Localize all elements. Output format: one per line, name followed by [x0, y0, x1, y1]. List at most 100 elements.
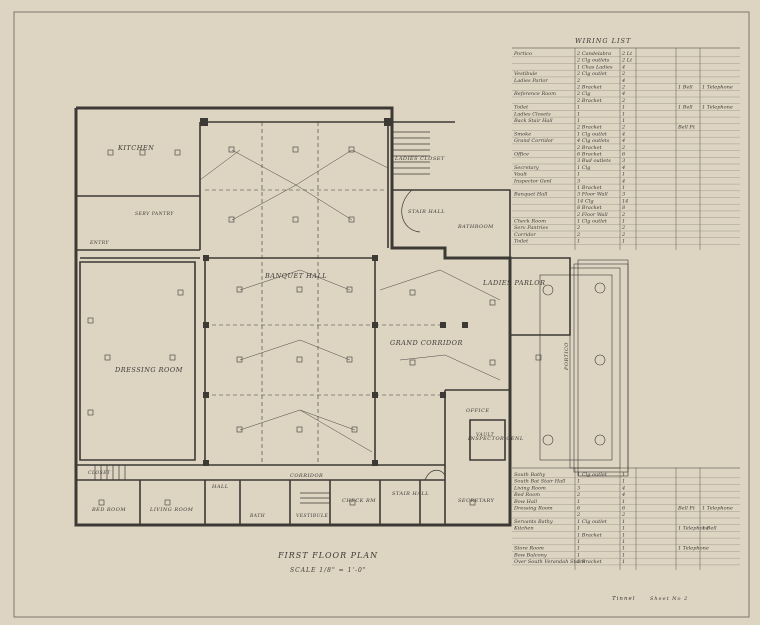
room-bath: BATH — [249, 513, 265, 519]
wiring-cell: 1 — [577, 552, 580, 558]
room-stair-hall-upper: STAIR HALL — [408, 209, 445, 215]
room-stair-hall-lower: STAIR HALL — [392, 491, 429, 497]
wiring-cell: 1 — [622, 105, 625, 111]
wiring-cell: 3 Bud outlets — [577, 158, 611, 164]
wiring-cell: Toilet — [514, 239, 529, 245]
wiring-cell: 2 Floor Wall — [576, 212, 608, 218]
wiring-cell: 1 — [622, 499, 625, 505]
wiring-cell: 1 — [622, 552, 625, 558]
wiring-cell: 2 Clg outlets — [576, 58, 610, 64]
wiring-cell: 2 Lt — [621, 58, 633, 64]
wiring-cell: 1 — [622, 546, 625, 552]
wiring-cell: 1 — [622, 118, 625, 124]
room-labels: KITCHEN LADIES CLOSET STAIR HALL BATHROO… — [88, 144, 570, 519]
wiring-cell: 14 Clg — [577, 198, 594, 204]
wiring-cell: 1 — [622, 239, 625, 245]
wiring-list-title: WIRING LIST — [575, 37, 631, 45]
wiring-cell: Bed Room — [513, 492, 540, 498]
wiring-cell: 4 — [621, 131, 625, 137]
wiring-cell: 1 — [577, 172, 580, 178]
wiring-cell: 6 — [577, 506, 581, 512]
wiring-cell: 3 — [622, 158, 625, 164]
wiring-cell: Banquet Hall — [513, 192, 548, 198]
wiring-cell: 2 — [621, 71, 625, 77]
wiring-cell: 1 Clg — [577, 165, 590, 171]
room-kitchen: KITCHEN — [117, 144, 154, 152]
wiring-cell: 3 — [622, 192, 625, 198]
wiring-cell: 1 — [577, 105, 580, 111]
wiring-cell: 1 — [577, 111, 580, 117]
wiring-cell: Vestibule — [514, 71, 537, 77]
title-block: FIRST FLOOR PLAN SCALE 1/8" = 1'-0" Shee… — [277, 551, 688, 602]
room-hall: HALL — [211, 484, 229, 490]
wiring-cell: 1 Clg outlet — [577, 219, 608, 225]
wiring-cell: 4 — [621, 91, 625, 97]
wiring-note: 1 Bell — [678, 85, 693, 91]
wiring-note: Bell Ft — [677, 506, 696, 512]
wiring-cell: Corridor — [514, 232, 536, 238]
wiring-cell: 6 — [622, 152, 626, 158]
room-office: OFFICE — [466, 408, 490, 414]
wiring-cell: South Bathy — [514, 472, 545, 478]
wiring-cell: Dressing Room — [513, 506, 553, 512]
room-grand-corridor: GRAND CORRIDOR — [390, 339, 463, 347]
wiring-note: 1 Telephone — [702, 85, 733, 91]
wiring-cell: 3 — [577, 485, 580, 491]
wiring-cell: 4 — [621, 138, 625, 144]
wiring-cell: Kitchen — [513, 526, 534, 532]
wiring-cell: 1 — [577, 539, 580, 545]
wiring-cell: 1 — [577, 479, 580, 485]
wiring-cell: Back Stair Hall — [513, 118, 553, 124]
wiring-cell: South Bat Stair Hall — [514, 479, 566, 485]
wiring-cell: 1 — [622, 519, 625, 525]
wiring-cell: 2 — [621, 98, 625, 104]
wiring-cell: Toilet — [514, 105, 529, 111]
wiring-cell: Smoke — [514, 131, 531, 137]
wiring-cell: Grand Corridor — [514, 138, 554, 144]
stair-upper — [392, 131, 430, 233]
wiring-cell: 2 Bracket — [576, 145, 603, 151]
wiring-cell: 1 — [577, 526, 580, 532]
sheet-border — [13, 11, 750, 618]
room-serv-pantry: SERV PANTRY — [135, 211, 174, 217]
wiring-note: 1 Bell — [678, 105, 693, 111]
wiring-cell: 2 Bracket — [576, 98, 603, 104]
room-vault: VAULT — [476, 432, 495, 438]
wiring-cell: 2 — [576, 78, 580, 84]
plan-title: FIRST FLOOR PLAN — [277, 551, 378, 560]
wiring-cell: 2 — [621, 85, 625, 91]
wiring-cell: 1 — [622, 559, 625, 565]
room-inspector: INSPECTOR GENL — [467, 436, 524, 442]
room-ladies-parlor: LADIES PARLOR — [482, 279, 545, 287]
portico-steps — [539, 259, 629, 477]
outlet-markers — [87, 146, 542, 506]
structural-grid — [205, 122, 445, 465]
wiring-cell: 1 Bracket — [577, 559, 603, 565]
wiring-cell: 2 Bracket — [576, 85, 603, 91]
wiring-cell: Vault — [514, 172, 528, 178]
wiring-cell: 2 — [576, 225, 580, 231]
wiring-cell: 2 Bracket — [576, 125, 603, 131]
wiring-note: 1 Bell — [702, 526, 717, 532]
wiring-cell: Reference Room — [513, 91, 556, 97]
wiring-cell: 6 — [622, 506, 626, 512]
stair-lower — [94, 465, 446, 504]
wiring-cell: 1 Bracket — [577, 532, 603, 538]
sheet-number: Sheet No 2 — [650, 596, 688, 602]
wiring-note: Bell Ft — [677, 125, 696, 131]
wiring-cell: 1 Clg outlet — [577, 131, 608, 137]
wiring-cell: Over South Verandah Stairs — [514, 559, 585, 565]
wiring-cell: 1 — [577, 239, 580, 245]
wiring-cell: Living Room — [513, 485, 546, 491]
wiring-cell: Secretary — [514, 165, 539, 171]
wiring-cell: 1 Clg outlet — [577, 472, 608, 478]
room-check-room: CHECK RM — [342, 498, 376, 504]
room-secretary: SECRETARY — [458, 498, 495, 504]
wiring-note: 1 Telephone — [702, 506, 733, 512]
wiring-cell: 1 — [577, 118, 580, 124]
wiring-cell: 4 — [621, 485, 625, 491]
wiring-note: 1 Telephone — [702, 105, 733, 111]
